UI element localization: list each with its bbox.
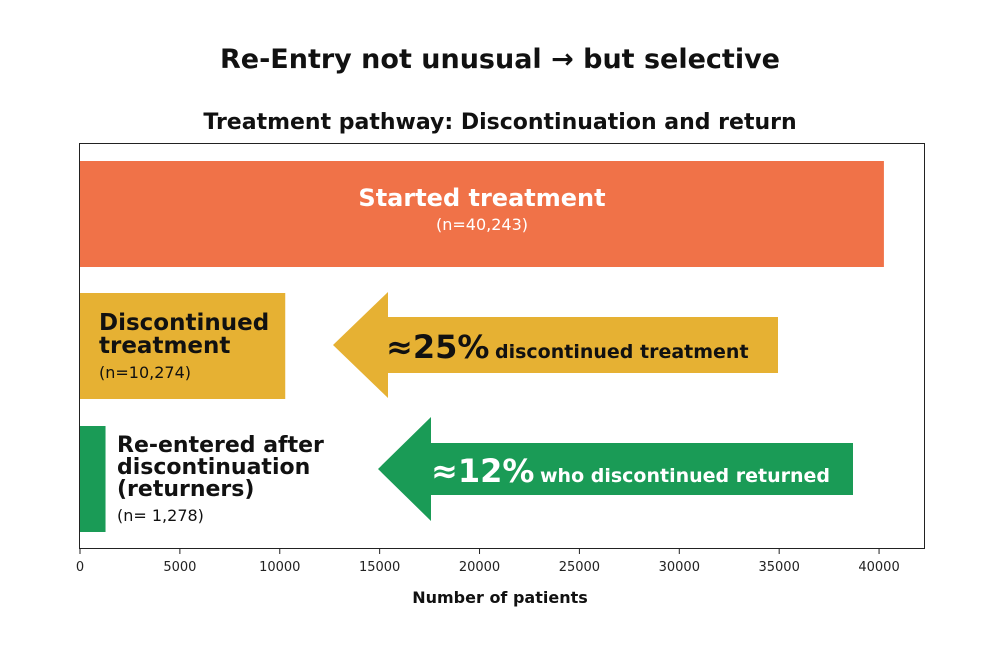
x-tick-label: 0 [76,560,84,575]
bar-label-returners-line3: (returners) [117,477,255,502]
x-tick-label: 30000 [659,560,700,575]
bar-label-returners-line2: discontinuation [117,455,311,480]
page-title: Re-Entry not unusual → but selective [219,44,780,75]
bar-value-discontinued: (n=10,274) [99,363,192,382]
annotation-returned: ≈12% who discontinued returned [431,452,830,490]
annotation-discontinued-pct: ≈25% [386,328,490,366]
bar-label-discontinued: Discontinued treatment [99,312,269,358]
x-tick-label: 35000 [758,560,799,575]
x-tick-label: 25000 [559,560,600,575]
arrow-discontinued [333,292,778,398]
bar-label-discontinued-line1: Discontinued [99,310,270,336]
bar-label-discontinued-line2: treatment [99,333,231,359]
annotation-returned-pct: ≈12% [431,452,535,490]
annotation-discontinued-text: discontinued treatment [494,341,749,363]
bar-value-returners: (n= 1,278) [117,506,204,525]
bar-label-started: Started treatment [358,184,606,212]
x-tick-label: 15000 [359,560,400,575]
bar-label-returners: Re-entered after discontinuation (return… [117,435,324,501]
x-axis-label: Number of patients [412,588,588,607]
bar-label-returners-line1: Re-entered after [117,433,324,458]
bar-started [80,161,884,267]
x-tick-label: 10000 [259,560,300,575]
annotation-discontinued: ≈25% discontinued treatment [386,328,749,366]
arrow-returned [378,417,853,521]
chart-title: Treatment pathway: Discontinuation and r… [203,110,797,135]
annotation-returned-text: who discontinued returned [539,465,830,487]
bar-discontinued [80,293,286,399]
x-tick-label: 20000 [459,560,500,575]
plot-area [79,143,925,549]
x-tick-label: 5000 [163,560,196,575]
bar-value-started: (n=40,243) [435,215,528,234]
bar-returners [80,426,106,532]
x-tick-label: 40000 [858,560,899,575]
